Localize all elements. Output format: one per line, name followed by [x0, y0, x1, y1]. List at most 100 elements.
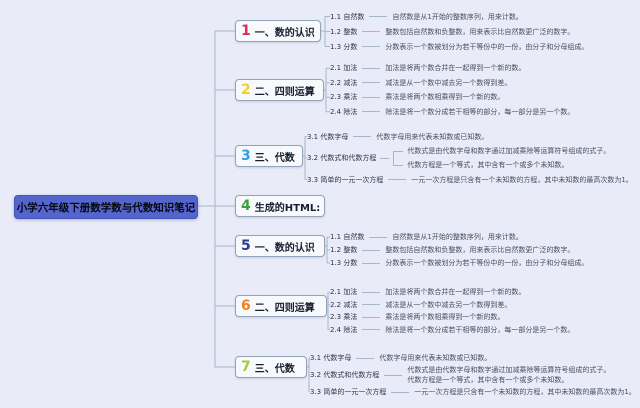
subtopic-desc[interactable]: 代数式是由代数字母和数字通过加减乘除等运算符号组成的式子。 代数方程是一个等式，… — [407, 366, 611, 384]
subtopic-row: 3.3 简单的一元一次方程 一元一次方程是只含有一个未知数的方程，其中未知数的最… — [307, 172, 633, 187]
connector-dash — [362, 262, 381, 264]
branch-node-2[interactable]: 2 二、四则运算 — [235, 79, 324, 101]
subtopic-label[interactable]: 3.2 代数式和代数方程 — [310, 371, 380, 379]
subtopic-fork: 代数式是由代数字母和数字通过加减乘除等运算符号组成的式子。 代数方程是一个等式，… — [393, 144, 610, 172]
branch-node-6[interactable]: 6 二、四则运算 — [235, 295, 327, 317]
subtopic-desc[interactable]: 加法是将两个数合并在一起得到一个新的数。 — [385, 64, 526, 73]
subtopic-desc[interactable]: 一元一次方程是只含有一个未知数的方程，其中未知数的最高次数为1。 — [414, 388, 636, 396]
subtopic-row: 2.2 减法 减法是从一个数中减去另一个数得到差。 — [330, 299, 574, 312]
subtopic-label[interactable]: 1.2 整数 — [330, 246, 358, 254]
fork-row: 代数式是由代数字母和数字通过加减乘除等运算符号组成的式子。 — [393, 144, 610, 158]
fork-row: 代数方程是一个等式，其中含有一个或多个未知数。 — [393, 158, 610, 172]
branch-number: 5 — [241, 238, 251, 254]
subtopic-row: 2.4 除法 除法是将一个数分成若干相等的部分，每一部分是另一个数。 — [330, 324, 574, 337]
branch-3-children: 3.1 代数字母 代数字母用来代表未知数或已知数。 3.2 代数式和代数方程 代… — [307, 129, 633, 187]
branch-node-4[interactable]: 4 生成的HTML: — [235, 195, 325, 217]
connector-dash — [362, 329, 381, 331]
subtopic-label[interactable]: 2.2 减法 — [330, 78, 358, 87]
subtopic-desc[interactable]: 自然数是从1开始的整数序列，用来计数。 — [392, 233, 523, 241]
subtopic-desc[interactable]: 分数表示一个数被划分为若干等份中的一份，由分子和分母组成。 — [385, 259, 589, 267]
branch-number: 7 — [241, 359, 251, 375]
subtopic-label[interactable]: 2.1 加法 — [330, 288, 358, 297]
branch-label: 一、数的认识 — [254, 242, 315, 254]
connector-dash — [384, 374, 403, 376]
subtopic-desc[interactable]: 乘法是将两个数相乘得到一个新的数。 — [385, 93, 505, 102]
branch-label: 一、数的认识 — [254, 27, 315, 39]
subtopic-row: 3.1 代数字母 代数字母用来代表未知数或已知数。 — [310, 351, 636, 365]
subtopic-row: 1.3 分数 分数表示一个数被划分为若干等份中的一份，由分子和分母组成。 — [330, 39, 588, 54]
subtopic-row: 1.3 分数 分数表示一个数被划分为若干等份中的一份，由分子和分母组成。 — [330, 257, 588, 270]
branch-number: 6 — [241, 298, 251, 314]
subtopic-label[interactable]: 3.1 代数字母 — [307, 132, 349, 141]
subtopic-desc[interactable]: 整数包括自然数和负整数，用来表示比自然数更广泛的数字。 — [385, 246, 575, 254]
branch-node-5[interactable]: 5 一、数的认识 — [235, 235, 325, 257]
subtopic-label[interactable]: 1.1 自然数 — [330, 233, 365, 241]
subtopic-desc[interactable]: 乘法是将两个数相乘得到一个新的数。 — [385, 313, 505, 322]
branch-label: 三、代数 — [254, 363, 295, 375]
subtopic-label[interactable]: 2.4 除法 — [330, 107, 358, 116]
subtopic-row: 1.1 自然数 自然数是从1开始的整数序列，用来计数。 — [330, 231, 588, 244]
subtopic-row: 2.2 减法 减法是从一个数中减去另一个数得到差。 — [330, 76, 574, 91]
branch-number: 2 — [241, 82, 251, 98]
connector-dash — [362, 304, 381, 306]
subtopic-row: 3.2 代数式和代数方程 代数式是由代数字母和数字通过加减乘除等运算符号组成的式… — [307, 144, 633, 172]
connector-dash — [362, 111, 381, 113]
branch-node-7[interactable]: 7 三、代数 — [235, 356, 307, 378]
subtopic-label[interactable]: 1.3 分数 — [330, 42, 358, 51]
connector-dash — [388, 179, 407, 180]
subtopic-desc[interactable]: 代数字母用来代表未知数或已知数。 — [376, 132, 489, 141]
subtopic-label[interactable]: 2.1 加法 — [330, 64, 358, 73]
subtopic-desc[interactable]: 分数表示一个数被划分为若干等份中的一份，由分子和分母组成。 — [385, 42, 589, 51]
connector-dash — [369, 236, 388, 238]
connector-dash — [362, 82, 381, 84]
subtopic-row: 1.2 整数 整数包括自然数和负整数，用来表示比自然数更广泛的数字。 — [330, 24, 588, 39]
subtopic-desc[interactable]: 减法是从一个数中减去另一个数得到差。 — [385, 78, 512, 87]
subtopic-desc[interactable]: 加法是将两个数合并在一起得到一个新的数。 — [385, 288, 526, 297]
subtopic-desc[interactable]: 代数字母用来代表未知数或已知数。 — [379, 354, 492, 362]
subtopic-row: 3.1 代数字母 代数字母用来代表未知数或已知数。 — [307, 129, 633, 144]
subtopic-label[interactable]: 1.1 自然数 — [330, 12, 365, 21]
connector-dash — [362, 31, 381, 32]
branch-node-3[interactable]: 3 三、代数 — [235, 145, 303, 167]
branch-number: 3 — [241, 148, 251, 164]
branch-1-children: 1.1 自然数 自然数是从1开始的整数序列，用来计数。 1.2 整数 整数包括自… — [330, 9, 588, 54]
subtopic-label[interactable]: 3.3 简单的一元一次方程 — [307, 175, 384, 184]
connector-dash — [380, 157, 390, 159]
connector-dash — [362, 249, 381, 251]
subtopic-label[interactable]: 2.4 除法 — [330, 325, 358, 334]
subtopic-row: 3.2 代数式和代数方程 代数式是由代数字母和数字通过加减乘除等运算符号组成的式… — [310, 365, 636, 385]
connector-dash — [391, 391, 410, 393]
subtopic-label[interactable]: 2.3 乘法 — [330, 313, 358, 322]
branch-label: 生成的HTML: — [254, 202, 321, 214]
subtopic-desc[interactable]: 除法是将一个数分成若干相等的部分，每一部分是另一个数。 — [385, 107, 575, 116]
subtopic-row: 1.2 整数 整数包括自然数和负整数，用来表示比自然数更广泛的数字。 — [330, 244, 588, 257]
root-node[interactable]: 小学六年级下册数学数与代数知识笔记 — [14, 195, 198, 219]
subtopic-label[interactable]: 3.3 简单的一元一次方程 — [310, 388, 387, 396]
connector-dash — [362, 291, 381, 293]
subtopic-label[interactable]: 2.3 乘法 — [330, 93, 358, 102]
branch-node-1[interactable]: 1 一、数的认识 — [235, 20, 321, 42]
branch-number: 4 — [241, 198, 251, 214]
subtopic-row: 2.1 加法 加法是将两个数合并在一起得到一个新的数。 — [330, 61, 574, 76]
subtopic-desc[interactable]: 除法是将一个数分成若干相等的部分，每一部分是另一个数。 — [385, 325, 575, 334]
subtopic-label[interactable]: 2.2 减法 — [330, 300, 358, 309]
subtopic-row: 2.3 乘法 乘法是将两个数相乘得到一个新的数。 — [330, 311, 574, 324]
connector-dash — [356, 357, 375, 359]
branch-label: 二、四则运算 — [254, 302, 315, 314]
subtopic-desc[interactable]: 代数式是由代数字母和数字通过加减乘除等运算符号组成的式子。 — [407, 147, 611, 155]
subtopic-label[interactable]: 1.3 分数 — [330, 259, 358, 267]
subtopic-row: 1.1 自然数 自然数是从1开始的整数序列，用来计数。 — [330, 9, 588, 24]
subtopic-row: 2.4 除法 除法是将一个数分成若干相等的部分，每一部分是另一个数。 — [330, 105, 574, 120]
connector-dash — [353, 136, 372, 137]
branch-7-children: 3.1 代数字母 代数字母用来代表未知数或已知数。 3.2 代数式和代数方程 代… — [310, 351, 636, 399]
subtopic-label[interactable]: 3.1 代数字母 — [310, 354, 352, 362]
connector-dash — [362, 67, 381, 69]
subtopic-desc[interactable]: 整数包括自然数和负整数，用来表示比自然数更广泛的数字。 — [385, 27, 575, 36]
subtopic-desc[interactable]: 自然数是从1开始的整数序列，用来计数。 — [392, 12, 523, 21]
subtopic-desc[interactable]: 代数方程是一个等式，其中含有一个或多个未知数。 — [407, 161, 569, 169]
subtopic-desc[interactable]: 一元一次方程是只含有一个未知数的方程，其中未知数的最高次数为1。 — [411, 175, 633, 184]
subtopic-label[interactable]: 3.2 代数式和代数方程 — [307, 154, 377, 162]
subtopic-desc[interactable]: 减法是从一个数中减去另一个数得到差。 — [385, 300, 512, 309]
subtopic-label[interactable]: 1.2 整数 — [330, 27, 358, 36]
branch-6-children: 2.1 加法 加法是将两个数合并在一起得到一个新的数。 2.2 减法 减法是从一… — [330, 286, 574, 336]
